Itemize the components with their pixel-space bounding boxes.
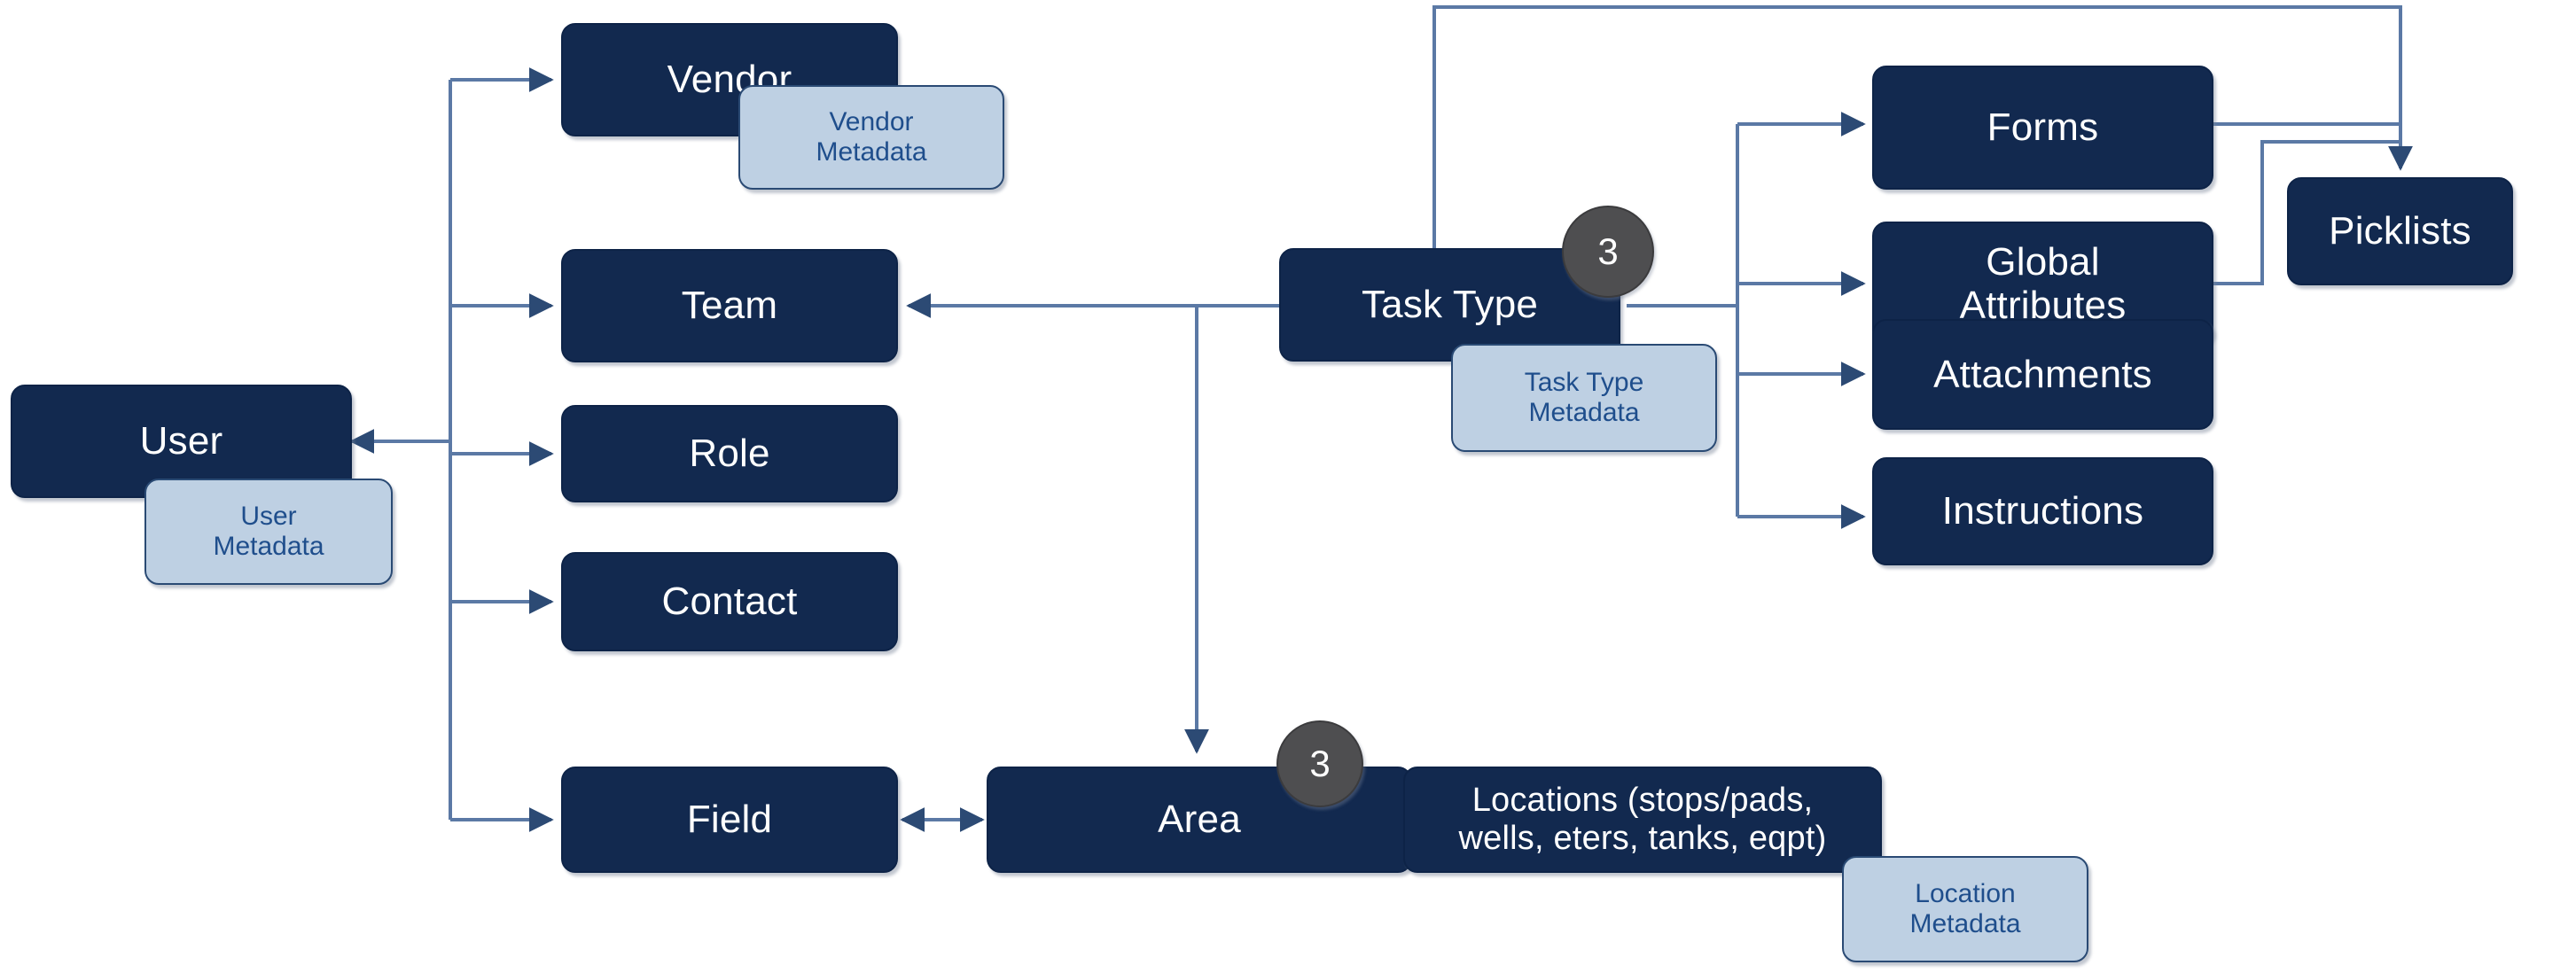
node-user-label: User — [139, 419, 223, 463]
node-locations-label: Locations (stops/pads, wells, eters, tan… — [1458, 782, 1827, 857]
node-attachments-label: Attachments — [1933, 352, 2152, 396]
edge-globalattrs-picklists — [2213, 140, 2400, 285]
node-task-type-label: Task Type — [1361, 283, 1539, 327]
note-task-type-metadata-label: Task Type Metadata — [1524, 368, 1644, 427]
note-vendor-metadata-label: Vendor Metadata — [816, 107, 927, 167]
node-field[interactable]: Field — [561, 767, 898, 873]
badge-area-count: 3 — [1276, 720, 1363, 807]
node-locations[interactable]: Locations (stops/pads, wells, eters, tan… — [1403, 767, 1882, 873]
badge-task-type-count-label: 3 — [1597, 230, 1619, 272]
node-role-label: Role — [689, 432, 770, 476]
node-role[interactable]: Role — [561, 405, 898, 502]
node-contact[interactable]: Contact — [561, 552, 898, 651]
node-team-label: Team — [681, 284, 778, 328]
note-task-type-metadata[interactable]: Task Type Metadata — [1451, 344, 1717, 452]
node-team[interactable]: Team — [561, 249, 898, 362]
node-field-label: Field — [686, 798, 773, 842]
note-location-metadata[interactable]: Location Metadata — [1842, 856, 2088, 962]
node-global-attributes-label: Global Attributes — [1959, 239, 2127, 327]
node-instructions-label: Instructions — [1941, 489, 2144, 533]
node-forms-label: Forms — [1987, 105, 2099, 150]
badge-area-count-label: 3 — [1309, 743, 1331, 784]
badge-task-type-count: 3 — [1562, 206, 1654, 298]
note-user-metadata-label: User Metadata — [213, 502, 324, 561]
node-picklists[interactable]: Picklists — [2287, 177, 2513, 285]
node-task-type[interactable]: Task Type — [1279, 248, 1620, 362]
note-user-metadata[interactable]: User Metadata — [144, 479, 393, 585]
note-location-metadata-label: Location Metadata — [1909, 879, 2021, 938]
node-contact-label: Contact — [661, 580, 798, 624]
node-area-label: Area — [1158, 798, 1241, 842]
node-attachments[interactable]: Attachments — [1872, 319, 2213, 430]
edge-tasktype-picklists — [1432, 5, 2413, 248]
node-picklists-label: Picklists — [2329, 209, 2471, 253]
node-forms[interactable]: Forms — [1872, 66, 2213, 190]
note-vendor-metadata[interactable]: Vendor Metadata — [738, 85, 1004, 190]
node-instructions[interactable]: Instructions — [1872, 457, 2213, 565]
